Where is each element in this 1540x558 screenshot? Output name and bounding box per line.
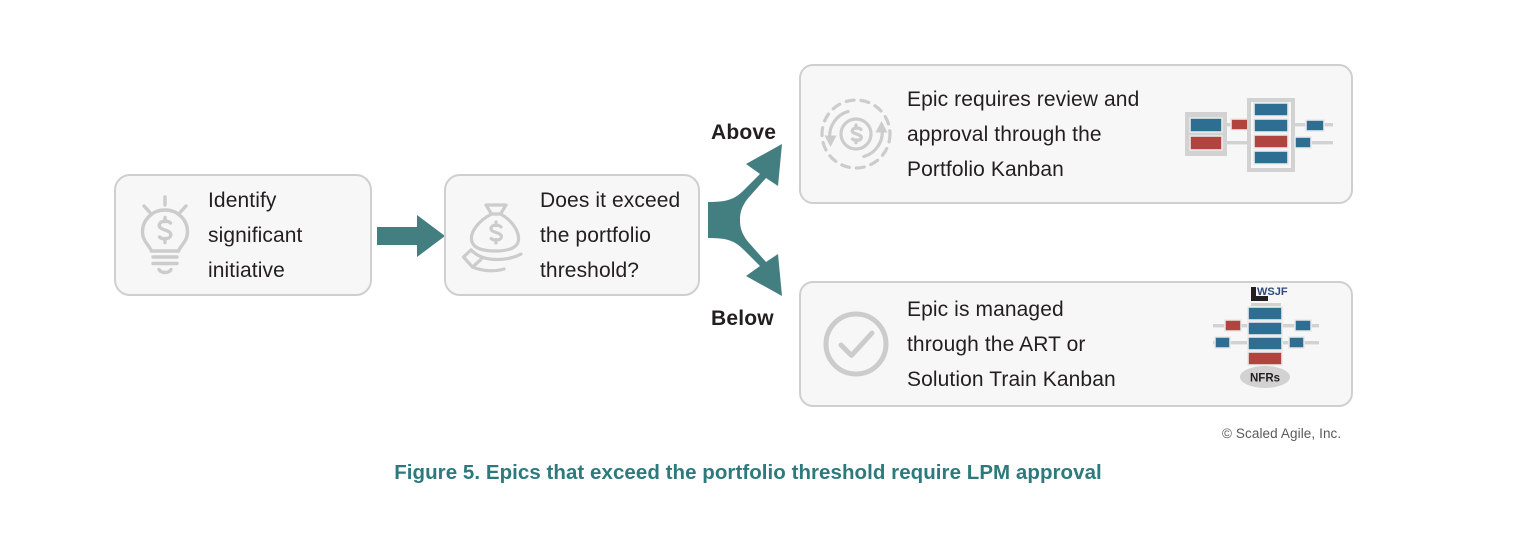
money-bag-in-hand-icon (452, 195, 540, 275)
arrow-fork-above-below (700, 140, 822, 305)
node-identify-significant-initiative: Identify significant initiative (114, 174, 372, 296)
node-below-label: Epic is managed through the ART or Solut… (907, 297, 1116, 391)
node-epic-requires-review: Epic requires review and approval throug… (799, 64, 1353, 204)
node-above-label: Epic requires review and approval throug… (907, 87, 1140, 181)
node-identify-label: Identify significant initiative (208, 188, 303, 282)
copyright-notice: © Scaled Agile, Inc. (1222, 426, 1342, 441)
wsjf-label: WSJF (1257, 286, 1288, 298)
node-threshold-label: Does it exceed the portfolio threshold? (540, 188, 681, 282)
check-circle-icon (811, 307, 901, 381)
node-portfolio-threshold-question: Does it exceed the portfolio threshold? (444, 174, 700, 296)
branch-label-above: Above (711, 121, 777, 144)
lightbulb-dollar-icon (126, 192, 204, 278)
arrow-identify-to-threshold (377, 212, 447, 265)
art-kanban-thumbnail: WSJF NFRs (1213, 283, 1319, 396)
nfrs-label: NFRs (1250, 373, 1280, 385)
circular-arrows-dollar-icon (811, 94, 901, 174)
portfolio-kanban-thumbnail (1183, 96, 1335, 179)
figure-caption-text: Figure 5. Epics that exceed the portfoli… (394, 461, 1102, 484)
branch-label-below: Below (711, 307, 774, 330)
figure-caption: Figure 5. Epics that exceed the portfoli… (0, 461, 1540, 485)
